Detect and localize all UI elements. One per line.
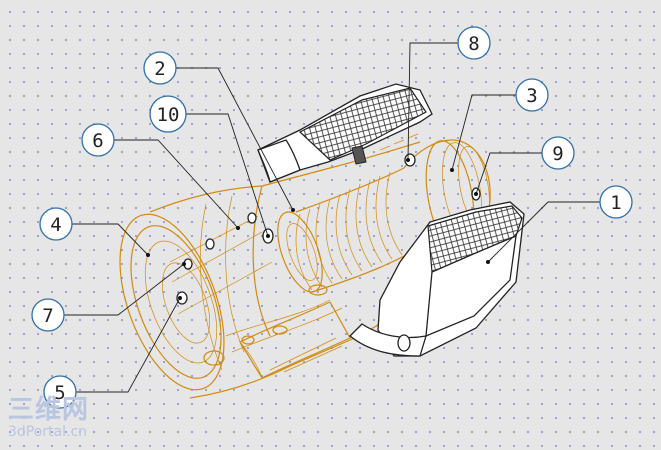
callout-2: 2 (143, 51, 177, 85)
callout-label: 6 (92, 130, 103, 152)
leader-endpoints (146, 158, 490, 300)
callout-6: 6 (81, 123, 115, 157)
callout-7: 7 (31, 298, 65, 332)
callout-label: 7 (42, 305, 53, 327)
callout-label: 2 (154, 58, 165, 80)
callout-5: 5 (43, 375, 77, 409)
callout-label: 10 (157, 104, 180, 126)
callout-label: 3 (526, 85, 537, 107)
leader-lines (60, 42, 600, 393)
callout-4: 4 (39, 207, 73, 241)
callout-1: 1 (599, 185, 633, 219)
callout-3: 3 (515, 78, 549, 112)
connector-body (119, 139, 491, 399)
callout-8: 8 (457, 26, 491, 60)
callout-9: 9 (541, 136, 575, 170)
watermark-url: 3dPortal.cn (8, 424, 88, 440)
callout-label: 8 (468, 33, 479, 55)
callout-label: 9 (552, 143, 563, 165)
watermark: 三维网 3dPortal.cn (8, 396, 89, 440)
coupling-nut-lower (349, 201, 525, 357)
callout-label: 4 (50, 214, 61, 236)
callout-label: 5 (54, 382, 65, 404)
coupling-nut-upper (257, 83, 433, 183)
callout-label: 1 (610, 192, 621, 214)
callout-10: 10 (149, 95, 187, 133)
spring-coils (295, 167, 409, 293)
watermark-brand: 三维网 (8, 395, 90, 425)
